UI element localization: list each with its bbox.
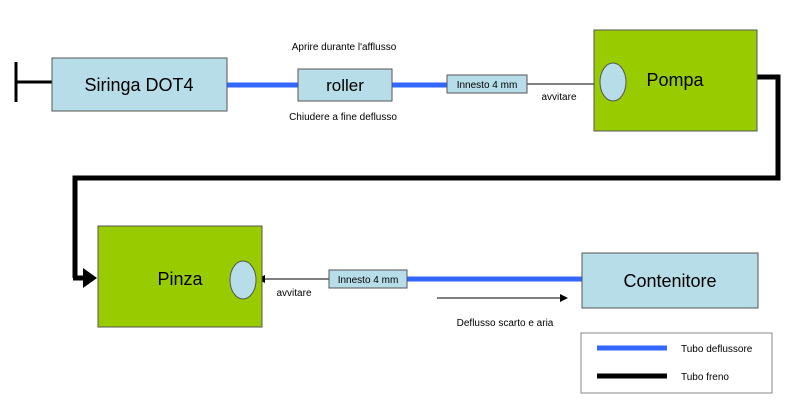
pompa-port (599, 62, 627, 102)
roller-box (297, 68, 393, 102)
contenitore-box (581, 252, 759, 309)
pompa-label: Pompa (646, 70, 704, 90)
innesto-top-label: Innesto 4 mm (457, 80, 518, 91)
siringa-label: Siringa DOT4 (84, 75, 193, 95)
pinza-label: Pinza (157, 269, 203, 289)
aprire-label: Aprire durante l'afflusso (292, 42, 397, 53)
chiudere-label: Chiudere a fine deflusso (289, 112, 397, 123)
avvitare-bottom-label: avvitare (276, 288, 311, 299)
innesto-bottom-label: Innesto 4 mm (338, 275, 399, 286)
legend-box (580, 332, 773, 394)
avvitare-top-label: avvitare (541, 92, 576, 103)
brake-arrow-head (83, 268, 97, 288)
pinza-port (229, 260, 257, 300)
roller-label: roller (326, 76, 364, 95)
innesto-top-box (446, 74, 528, 94)
contenitore-label: Contenitore (623, 271, 716, 291)
deflusso-label: Deflusso scarto e aria (457, 318, 554, 329)
legend-label-deflussore: Tubo deflussore (681, 344, 753, 355)
innesto-bottom-box (328, 269, 408, 289)
legend-label-freno: Tubo freno (681, 372, 729, 383)
siringa-box (51, 57, 228, 112)
tube-black-brake (72, 74, 781, 278)
